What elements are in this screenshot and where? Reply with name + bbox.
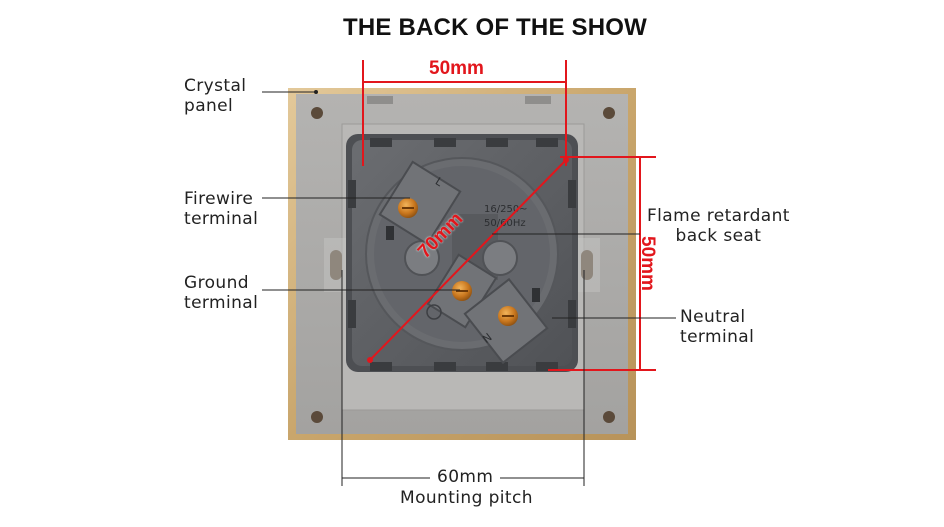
pin-hole-right: [482, 240, 518, 276]
page-title: THE BACK OF THE SHOW: [343, 14, 647, 41]
firewire-terminal-label: Firewire terminal: [184, 189, 258, 229]
firewire-terminal-block: [378, 160, 462, 246]
mounting-pitch-label: Mounting pitch: [400, 488, 533, 508]
dim-top-label: 50mm: [429, 58, 484, 79]
neutral-terminal-line1: Neutral: [680, 307, 746, 327]
corner-hole-bottom-right: [603, 411, 615, 423]
corner-hole-bottom-left: [311, 411, 323, 423]
neutral-terminal-line2: terminal: [680, 327, 755, 347]
neutral-terminal-block: [463, 277, 549, 365]
ground-terminal-label: Ground terminal: [184, 273, 258, 313]
neutral-terminal-label: Neutral terminal: [680, 307, 754, 347]
flame-retardant-line1: Flame retardant: [647, 206, 790, 226]
mounting-pitch-value: 60mm: [437, 467, 494, 487]
ground-terminal-line1: Ground: [184, 273, 249, 293]
ground-terminal-line2: terminal: [184, 293, 259, 313]
crystal-panel-line1: Crystal: [184, 76, 247, 96]
firewire-terminal-line1: Firewire: [184, 189, 254, 209]
rating-mark-1: 16/250~: [484, 204, 528, 215]
flame-retardant-line2: back seat: [675, 226, 762, 246]
firewire-terminal-line2: terminal: [184, 209, 259, 229]
corner-hole-top-left: [311, 107, 323, 119]
corner-hole-top-right: [603, 107, 615, 119]
flame-retardant-label: Flame retardant back seat: [647, 206, 790, 246]
dim-diagonal-line: [369, 159, 567, 361]
crystal-panel-label: Crystal panel: [184, 76, 246, 116]
crystal-panel-line2: panel: [184, 96, 234, 116]
